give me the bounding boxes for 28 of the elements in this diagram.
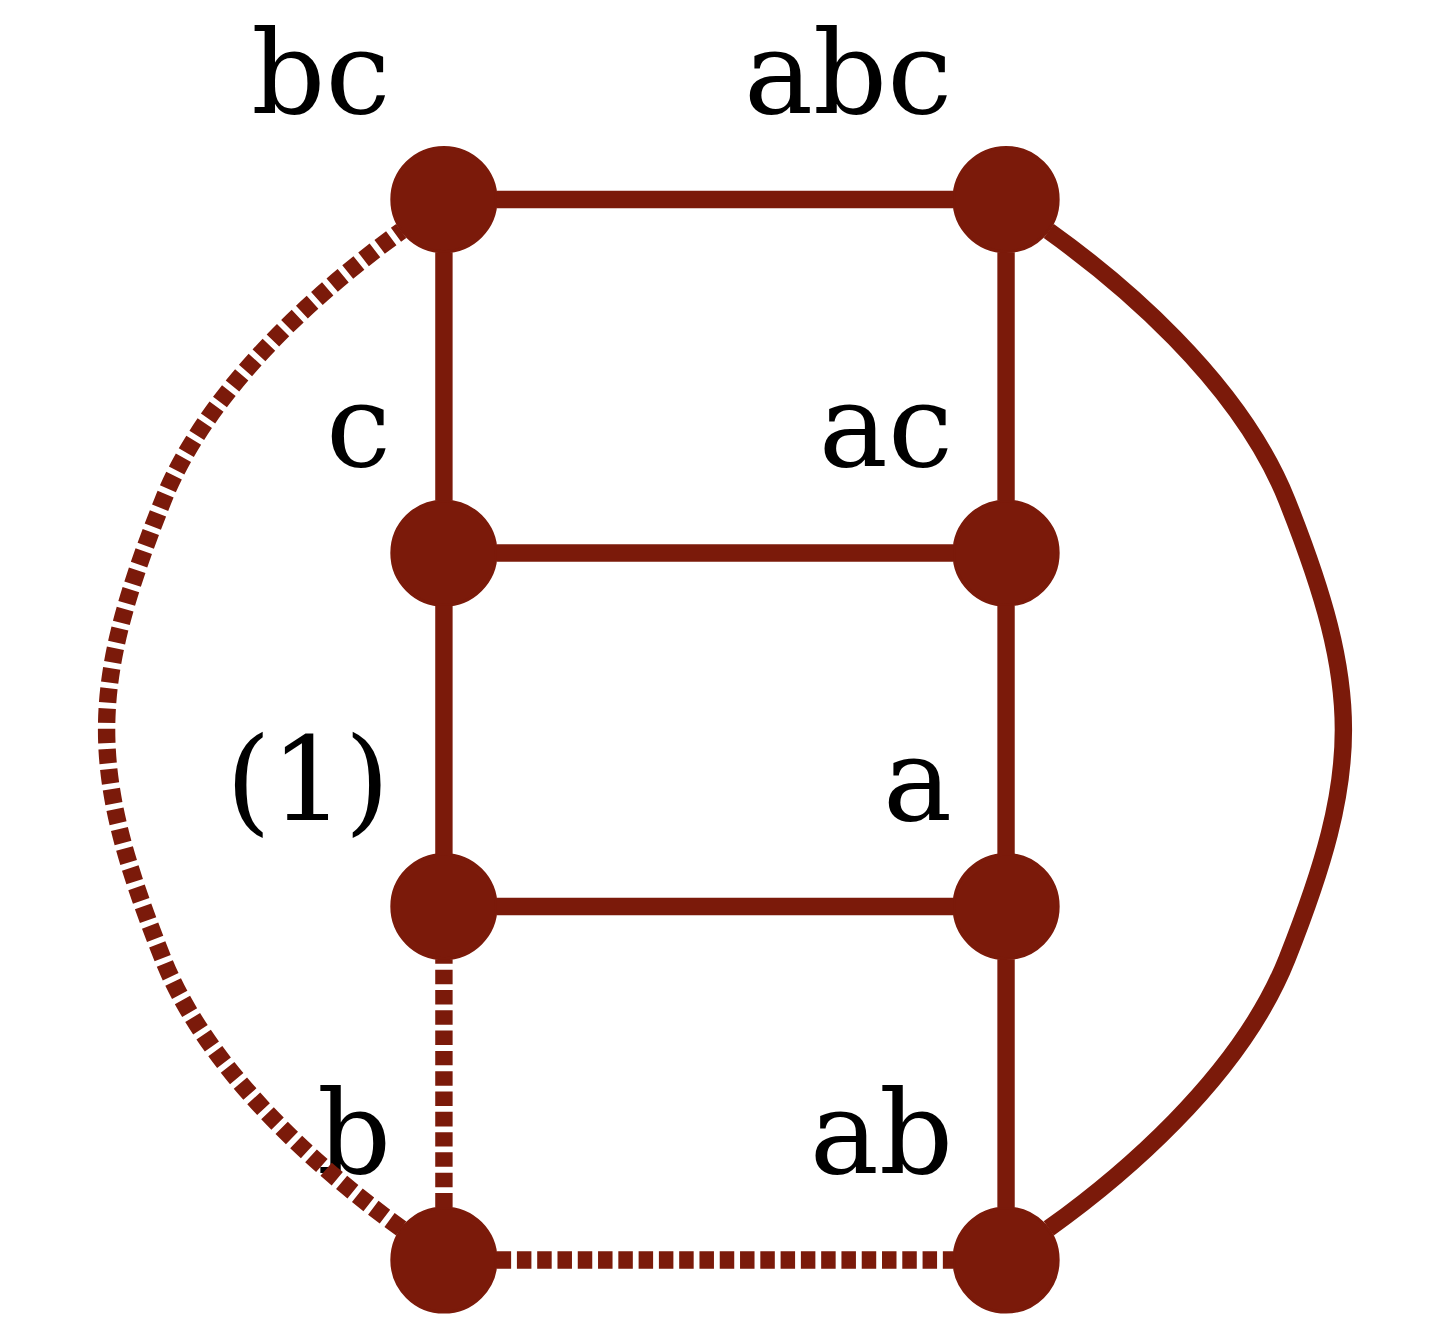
connector <box>496 897 954 916</box>
connector <box>435 252 453 501</box>
node-circle <box>952 1206 1060 1314</box>
connector <box>496 190 954 209</box>
connector <box>496 1251 954 1269</box>
node-label: (1) <box>225 711 390 847</box>
node-label: ac <box>818 358 953 494</box>
connector <box>98 224 407 1236</box>
node-circle <box>390 499 498 607</box>
connector <box>435 605 453 854</box>
node-circle <box>952 145 1060 254</box>
node-circle <box>390 145 498 254</box>
node-label: a <box>883 711 953 847</box>
connector <box>435 959 453 1208</box>
connector <box>997 605 1015 854</box>
node-circle <box>390 852 498 961</box>
connector <box>997 252 1015 501</box>
node-label: bc <box>251 4 391 140</box>
node-label: b <box>317 1065 392 1201</box>
node-label: c <box>325 358 391 494</box>
connector <box>1043 224 1352 1236</box>
node-circle <box>952 499 1060 607</box>
node-circle <box>390 1206 498 1314</box>
node-circle <box>952 852 1060 961</box>
node-label: abc <box>744 4 953 140</box>
connector <box>997 959 1015 1208</box>
node-label: ab <box>809 1065 954 1201</box>
connector <box>496 544 954 562</box>
